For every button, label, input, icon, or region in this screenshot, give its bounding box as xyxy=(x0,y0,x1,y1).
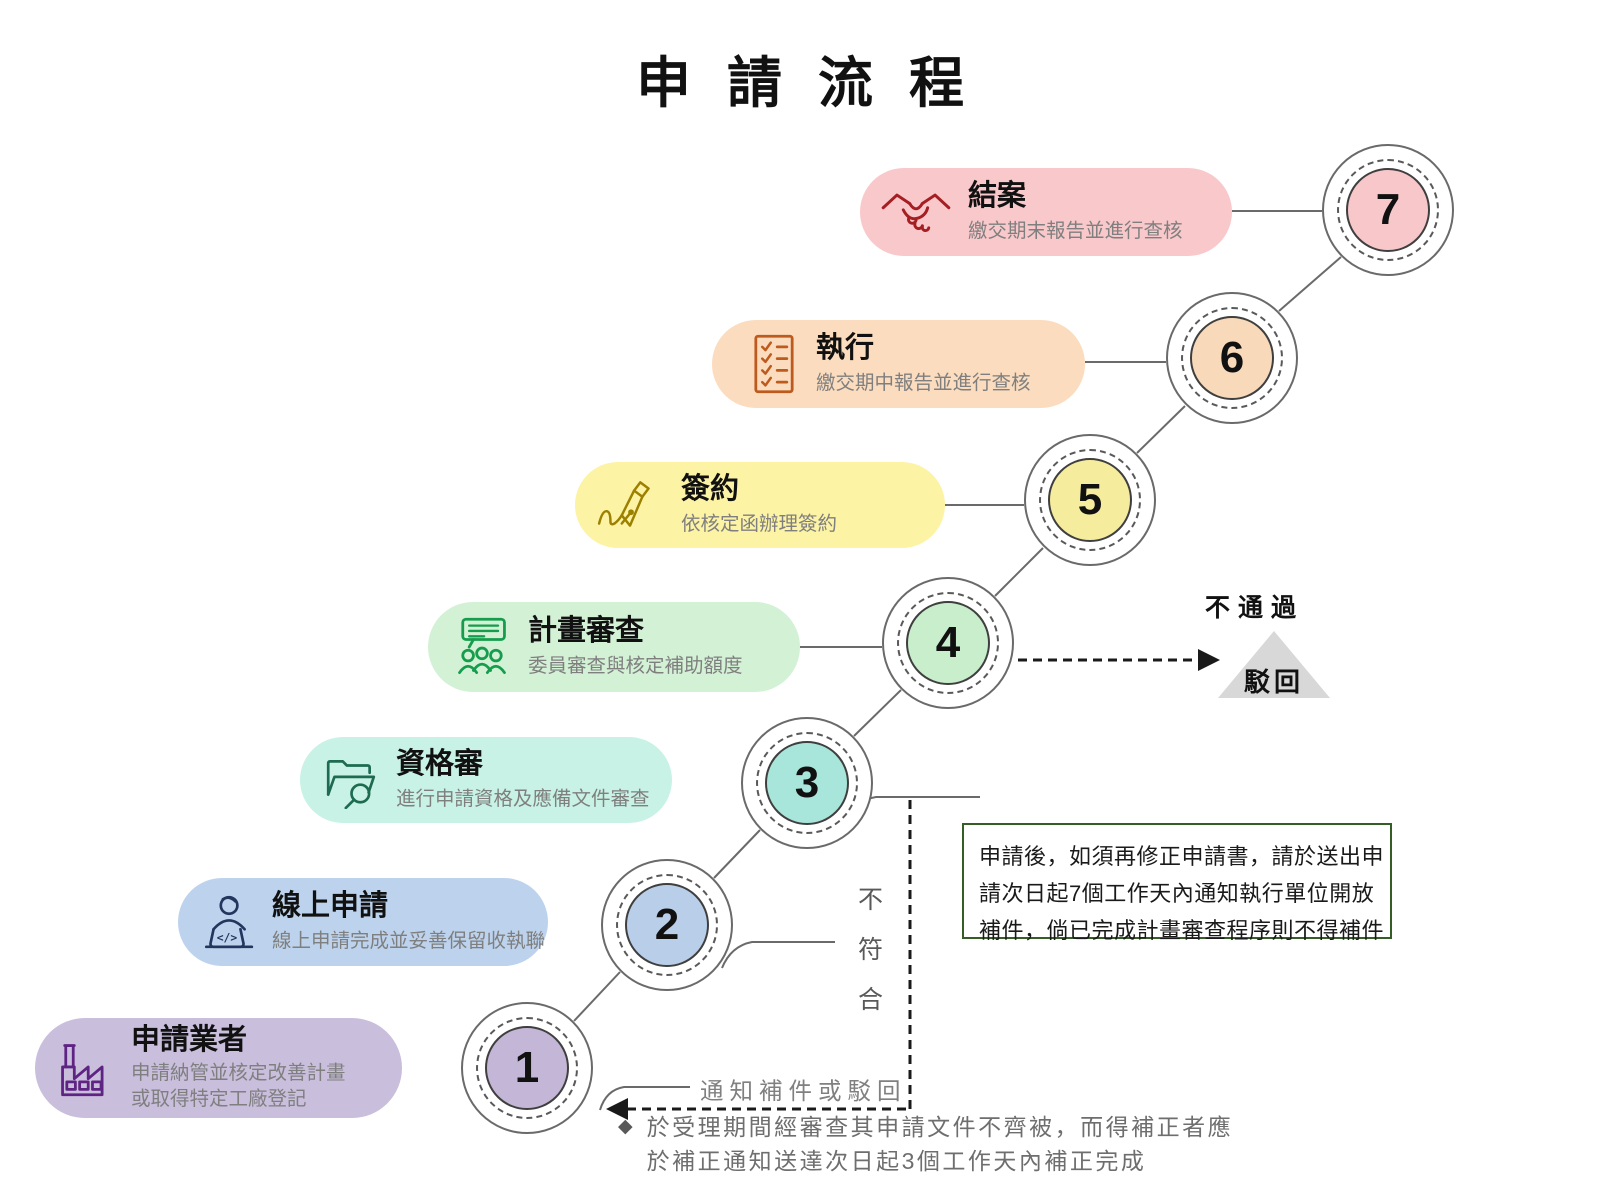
diamond-bullet-icon: ◆ xyxy=(618,1116,633,1137)
handshake-icon xyxy=(880,184,952,240)
step-1-number: 1 xyxy=(485,1026,569,1110)
step-5-title: 簽約 xyxy=(681,472,740,505)
reject-triangle-label: 駁回 xyxy=(1244,667,1305,697)
step-4-number: 4 xyxy=(906,601,990,685)
notify-label: 通知補件或駁回 xyxy=(700,1078,907,1104)
step-4-pill: 計畫審查 委員審查與核定補助額度 xyxy=(428,602,800,692)
step-5-subtitle: 依核定函辦理簽約 xyxy=(681,513,838,536)
note-line-3: 補件，倘已完成計畫審查程序則不得補件 xyxy=(979,918,1385,943)
step-2-subtitle: 線上申請完成並妥善保留收執聯 xyxy=(272,930,546,953)
arrowhead-left-icon xyxy=(606,1098,628,1120)
person-laptop-icon: </> xyxy=(198,892,256,952)
step-2-number: 2 xyxy=(625,883,709,967)
committee-icon xyxy=(452,616,512,678)
feedback-dashed-path xyxy=(626,658,1198,1111)
note-line-1: 申請後，如須再修正申請書，請於送出申 xyxy=(979,844,1385,869)
step-7-title: 結案 xyxy=(968,179,1027,212)
step-6-number: 6 xyxy=(1190,316,1274,400)
step-1-subtitle: 申請納管並核定改善計畫 xyxy=(131,1062,346,1085)
step-1-node: 1 xyxy=(461,1002,593,1134)
step-7-subtitle: 繳交期末報告並進行查核 xyxy=(968,220,1183,243)
step-1-subtitle-2: 或取得特定工廠登記 xyxy=(131,1088,307,1111)
footnote-line-1: 於受理期間經審查其申請文件不齊被，而得補正者應 xyxy=(646,1114,1234,1140)
mismatch-label: 不 符 合 xyxy=(858,886,884,1014)
pen-icon xyxy=(595,478,665,532)
step-3-subtitle: 進行申請資格及應備文件審查 xyxy=(396,788,650,811)
note-box: 申請後，如須再修正申請書，請於送出申 請次日起7個工作天內通知執行單位開放 補件… xyxy=(962,823,1392,943)
factory-icon xyxy=(55,1037,115,1099)
step-2-pill: </> 線上申請 線上申請完成並妥善保留收執聯 xyxy=(178,878,548,966)
svg-text:</>: </> xyxy=(217,931,238,945)
note-line-2: 請次日起7個工作天內通知執行單位開放 xyxy=(979,881,1375,906)
footnote: ◆ 於受理期間經審查其申請文件不齊被，而得補正者應 於補正通知送達次日起3個工作… xyxy=(618,1110,1233,1178)
reject-triangle xyxy=(1218,631,1330,698)
step-7-number: 7 xyxy=(1346,168,1430,252)
page-title: 申請流程 xyxy=(635,52,1000,114)
step-6-pill: 執行 繳交期中報告並進行查核 xyxy=(712,320,1085,408)
step-1-title: 申請業者 xyxy=(131,1023,248,1056)
step-4-title: 計畫審查 xyxy=(528,614,645,647)
arrowhead-right-icon xyxy=(1198,649,1220,671)
step-5-number: 5 xyxy=(1048,458,1132,542)
step-2-title: 線上申請 xyxy=(272,889,389,922)
folder-search-icon xyxy=(322,751,380,809)
step-1-pill: 申請業者 申請納管並核定改善計畫 或取得特定工廠登記 xyxy=(35,1018,402,1118)
step-2-node: 2 xyxy=(601,859,733,991)
step-6-title: 執行 xyxy=(816,331,875,364)
step-3-pill: 資格審 進行申請資格及應備文件審查 xyxy=(300,737,672,823)
step-5-pill: 簽約 依核定函辦理簽約 xyxy=(575,462,945,548)
reject-branch-label: 不通過 xyxy=(1205,594,1305,622)
footnote-line-2: 於補正通知送達次日起3個工作天內補正完成 xyxy=(646,1148,1147,1174)
step-6-subtitle: 繳交期中報告並進行查核 xyxy=(816,372,1031,395)
step-4-node: 4 xyxy=(882,577,1014,709)
step-connector-lines xyxy=(573,210,1342,1111)
step-6-node: 6 xyxy=(1166,292,1298,424)
step-5-node: 5 xyxy=(1024,434,1156,566)
step-3-number: 3 xyxy=(765,741,849,825)
step-7-pill: 結案 繳交期末報告並進行查核 xyxy=(860,168,1232,256)
checklist-icon xyxy=(748,333,800,395)
step-7-node: 7 xyxy=(1322,144,1454,276)
step-4-subtitle: 委員審查與核定補助額度 xyxy=(528,655,743,678)
step-3-node: 3 xyxy=(741,717,873,849)
step-3-title: 資格審 xyxy=(396,747,484,780)
